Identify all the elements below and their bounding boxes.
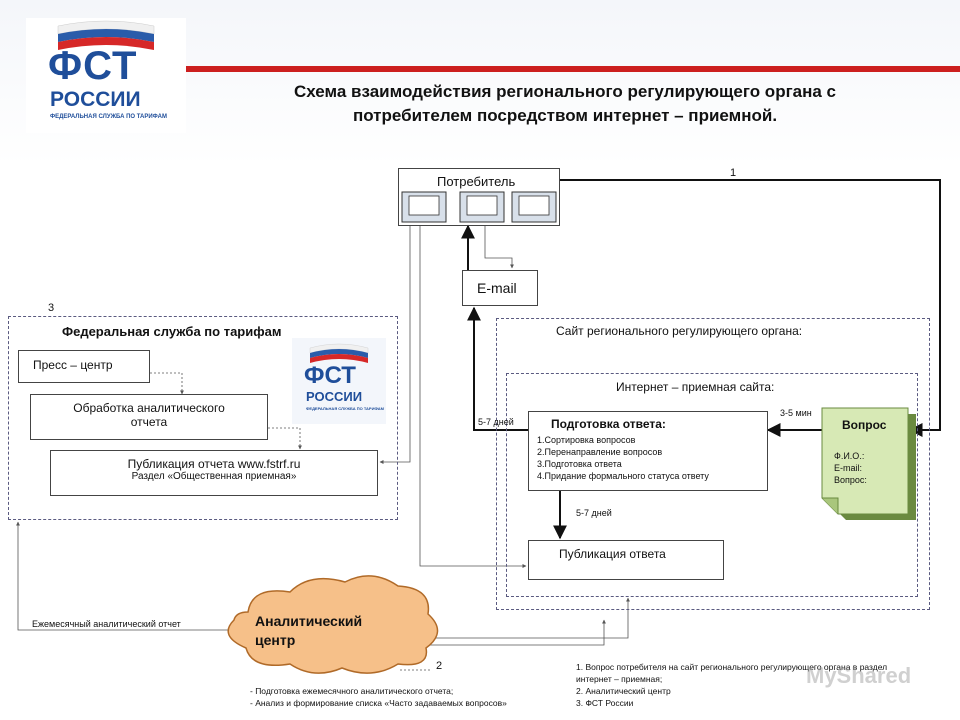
prep-item: 1.Сортировка вопросов: [537, 435, 636, 445]
monthly-report-label: Ежемесячный аналитический отчет: [32, 619, 181, 629]
fst-publication-line2: Раздел «Общественная приемная»: [131, 471, 297, 482]
email-label: E-mail: [477, 280, 517, 296]
question-document: [821, 407, 916, 520]
group-3-label: 3: [48, 302, 55, 314]
consumer-label: Потребитель: [437, 174, 516, 189]
small-logo-caption: ФЕДЕРАЛЬНАЯ СЛУЖБА ПО ТАРИФАМ: [306, 406, 384, 411]
note-left: - Подготовка ежемесячного аналитического…: [250, 686, 454, 696]
days-label-top: 5-7 дней: [478, 417, 514, 427]
prep-title: Подготовка ответа:: [551, 417, 666, 431]
prep-item: 4.Придание формального статуса ответу: [537, 471, 709, 481]
line-consumer-to-fst-publication: [379, 226, 411, 464]
header-red-bar: [185, 66, 960, 72]
dotted-analysis-to-publication: [268, 427, 302, 450]
note-left: - Анализ и формирование списка «Часто за…: [250, 698, 507, 708]
page-title-line1: Схема взаимодействия регионального регул…: [293, 82, 837, 101]
fst-logo: ФСТ РОССИИ ФЕДЕРАЛЬНАЯ СЛУЖБА ПО ТАРИФАМ: [26, 18, 186, 133]
prep-item: 2.Перенаправление вопросов: [537, 447, 663, 457]
prep-box: Подготовка ответа: 1.Сортировка вопросов…: [528, 411, 768, 491]
site-group: [496, 318, 930, 610]
dotted-press-to-analysis: [150, 372, 184, 395]
logo-caption: ФЕДЕРАЛЬНАЯ СЛУЖБА ПО ТАРИФАМ: [50, 114, 167, 120]
fst-publication-line1: Публикация отчета www.fstrf.ru: [127, 457, 301, 471]
analysis-line2: отчета: [130, 415, 168, 429]
minutes-label: 3-5 мин: [780, 408, 812, 418]
line-analytic-to-site: [420, 597, 630, 639]
answer-publication-label: Публикация ответа: [559, 547, 666, 561]
question-field: Ф.И.О.:: [834, 451, 865, 461]
logo-russia-text: РОССИИ: [50, 88, 141, 111]
analysis-box: Обработка аналитического отчета: [30, 394, 268, 440]
fst-small-logo: ФСТ РОССИИ ФЕДЕРАЛЬНАЯ СЛУЖБА ПО ТАРИФАМ: [292, 338, 386, 424]
note-right: интернет – приемная;: [576, 674, 663, 684]
prep-item: 3.Подготовка ответа: [537, 459, 622, 469]
line-consumer-to-email: [484, 226, 514, 269]
answer-publication-box: Публикация ответа: [528, 540, 724, 580]
question-field: E-mail:: [834, 463, 863, 473]
fst-group: [8, 316, 398, 520]
fst-publication-box: Публикация отчета www.fstrf.ru Раздел «О…: [50, 450, 378, 496]
line-consumer-to-publication: [419, 226, 527, 568]
consumer-box: Потребитель: [398, 168, 560, 226]
small-logo-fst-text: ФСТ: [304, 362, 356, 389]
note-right: 3. ФСТ России: [576, 698, 634, 708]
arrow-1-label: 1: [730, 167, 737, 179]
page-title-line2: потребителем посредством интернет – прие…: [352, 106, 778, 125]
fst-title: Федеральная служба по тарифам: [62, 324, 282, 339]
question-title: Вопрос: [842, 418, 887, 432]
reception-title: Интернет – приемная сайта:: [616, 380, 775, 394]
email-box: E-mail: [462, 270, 538, 306]
analytic-cloud: [227, 575, 439, 674]
arrow-consumer-to-question: [560, 179, 941, 437]
analytic-center-line2: центр: [255, 632, 296, 648]
page-title: Схема взаимодействия регионального регул…: [195, 80, 935, 128]
note-right: 2. Аналитический центр: [576, 686, 671, 696]
logo-fst-text: ФСТ: [48, 44, 138, 88]
reception-group: [506, 373, 918, 597]
analytic-center-line1: Аналитический: [255, 613, 363, 629]
press-center-box: Пресс – центр: [18, 350, 150, 383]
line-monthly-report: [16, 521, 230, 631]
line-analytic-to-site-2: [420, 619, 606, 646]
arrow-2-label: 2: [436, 660, 443, 672]
arrow-prep-to-email: [467, 306, 528, 431]
analysis-line1: Обработка аналитического: [73, 401, 225, 415]
note-right: 1. Вопрос потребителя на сайт региональн…: [576, 662, 888, 672]
computer-icons: [401, 191, 557, 223]
question-field: Вопрос:: [834, 475, 867, 485]
small-logo-russia-text: РОССИИ: [306, 389, 363, 404]
site-title: Сайт регионального регулирующего органа:: [556, 324, 803, 338]
press-center-label: Пресс – центр: [33, 358, 113, 372]
days-label-bottom: 5-7 дней: [576, 508, 612, 518]
watermark: MyShared: [806, 663, 912, 688]
